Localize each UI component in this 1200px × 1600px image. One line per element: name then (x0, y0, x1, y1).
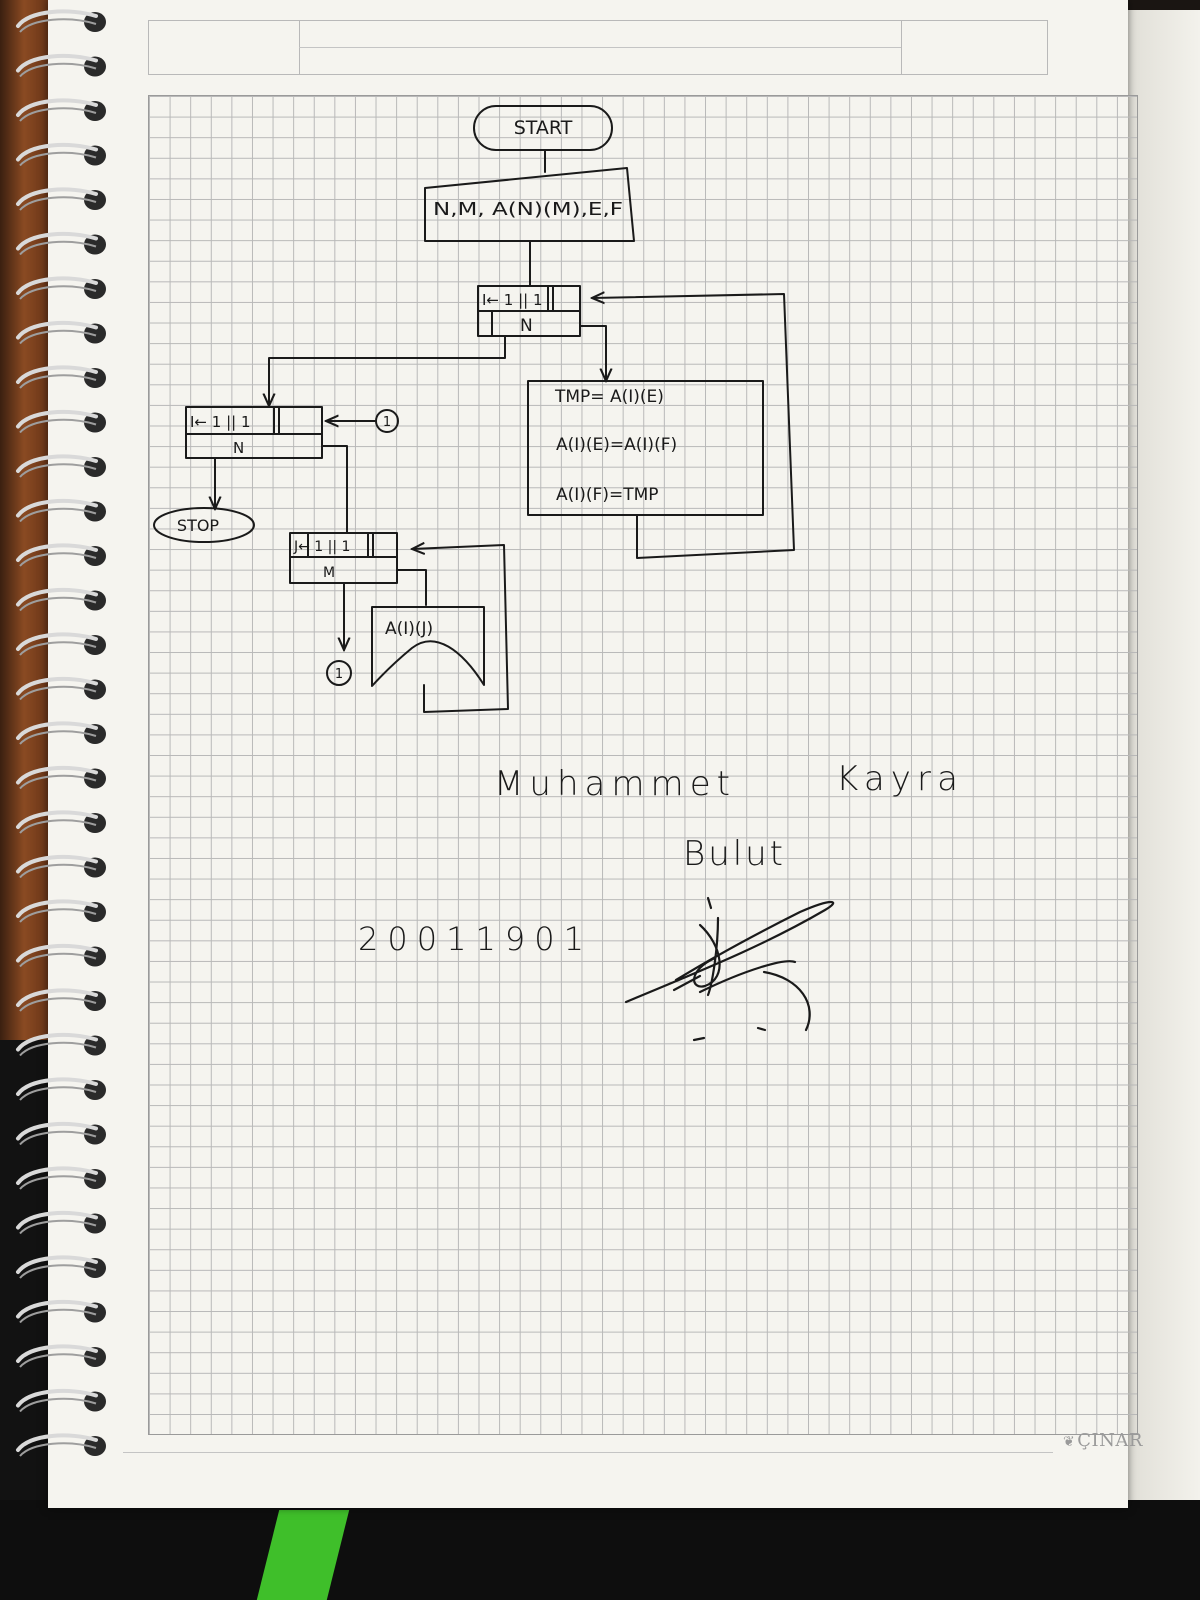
spiral-ring (16, 365, 106, 389)
spiral-ring (16, 498, 106, 523)
first-name: Muhammet (494, 764, 734, 804)
loop-j-end: M (323, 565, 335, 581)
background-bottom (0, 1500, 1200, 1600)
spiral-ring (16, 187, 106, 211)
spiral-ring (16, 1299, 106, 1324)
output-label: A(I)(J) (385, 619, 433, 639)
footer-line (123, 1452, 1053, 1453)
spiral-ring (16, 454, 106, 478)
grid-area (148, 95, 1138, 1435)
input-label: N,M, A(N)(M),E,F (433, 199, 623, 220)
spiral-ring (16, 721, 106, 745)
spiral-ring (16, 1210, 106, 1235)
last-name: Bulut (683, 834, 783, 874)
start-label: START (514, 117, 573, 139)
brand-logo: ❦ÇINAR (1063, 1430, 1143, 1451)
header-box (148, 20, 1048, 75)
connector-top (375, 409, 399, 433)
connector-bottom (326, 660, 352, 686)
loop-i-top-end: N (520, 316, 533, 336)
spiral-binding (16, 9, 106, 1457)
spiral-ring (16, 943, 106, 968)
process-line-3: A(I)(F)=TMP (556, 485, 659, 505)
brand-label: ÇINAR (1077, 1430, 1143, 1451)
spiral-ring (16, 276, 106, 300)
spiral-ring (16, 53, 106, 78)
spiral-ring (16, 1077, 106, 1101)
spiral-ring (16, 765, 106, 790)
connector-top-label: 1 (383, 415, 391, 430)
spiral-ring (16, 587, 106, 612)
process-line-1: TMP= A(I)(E) (554, 387, 664, 407)
process-box (527, 380, 764, 516)
spiral-ring (16, 1344, 106, 1368)
spiral-ring (16, 142, 106, 167)
spiral-ring (16, 98, 106, 122)
process-line-2: A(I)(E)=A(I)(F) (556, 435, 677, 455)
spiral-ring (16, 1388, 106, 1413)
spiral-ring (16, 810, 106, 834)
spiral-ring (16, 1433, 106, 1457)
spiral-ring (16, 1255, 106, 1279)
loop-j-label: J← 1 || 1 (293, 539, 350, 555)
spiral-ring (16, 409, 106, 434)
spiral-ring (16, 320, 106, 345)
spiral-ring (16, 9, 106, 33)
spiral-ring (16, 543, 106, 567)
spiral-ring (16, 1032, 106, 1057)
spiral-ring (16, 899, 106, 923)
start-terminal (473, 105, 613, 151)
stop-terminal (153, 507, 255, 543)
spiral-ring (16, 676, 106, 701)
spiral-ring (16, 632, 106, 656)
leaf-icon: ❦ (1063, 1434, 1076, 1450)
signature (624, 896, 835, 1042)
spiral-ring (16, 1166, 106, 1190)
spiral-ring (16, 854, 106, 879)
input-box (424, 167, 635, 242)
output-box (371, 606, 485, 687)
loop-i-left-end: N (233, 439, 244, 457)
stop-label: STOP (177, 516, 220, 535)
spiral-ring (16, 1121, 106, 1146)
spiral-ring (16, 988, 106, 1012)
student-number: 20011901 (358, 920, 584, 958)
notebook-page: ❦ÇINAR (48, 0, 1142, 1508)
middle-name: Kayra (836, 759, 958, 799)
spiral-ring (16, 231, 106, 256)
loop-i-left-box (185, 406, 323, 459)
connector-bottom-label: 1 (335, 667, 343, 682)
loop-i-left-label: I← 1 || 1 (190, 413, 251, 431)
loop-i-top-label: I← 1 || 1 (482, 291, 543, 309)
